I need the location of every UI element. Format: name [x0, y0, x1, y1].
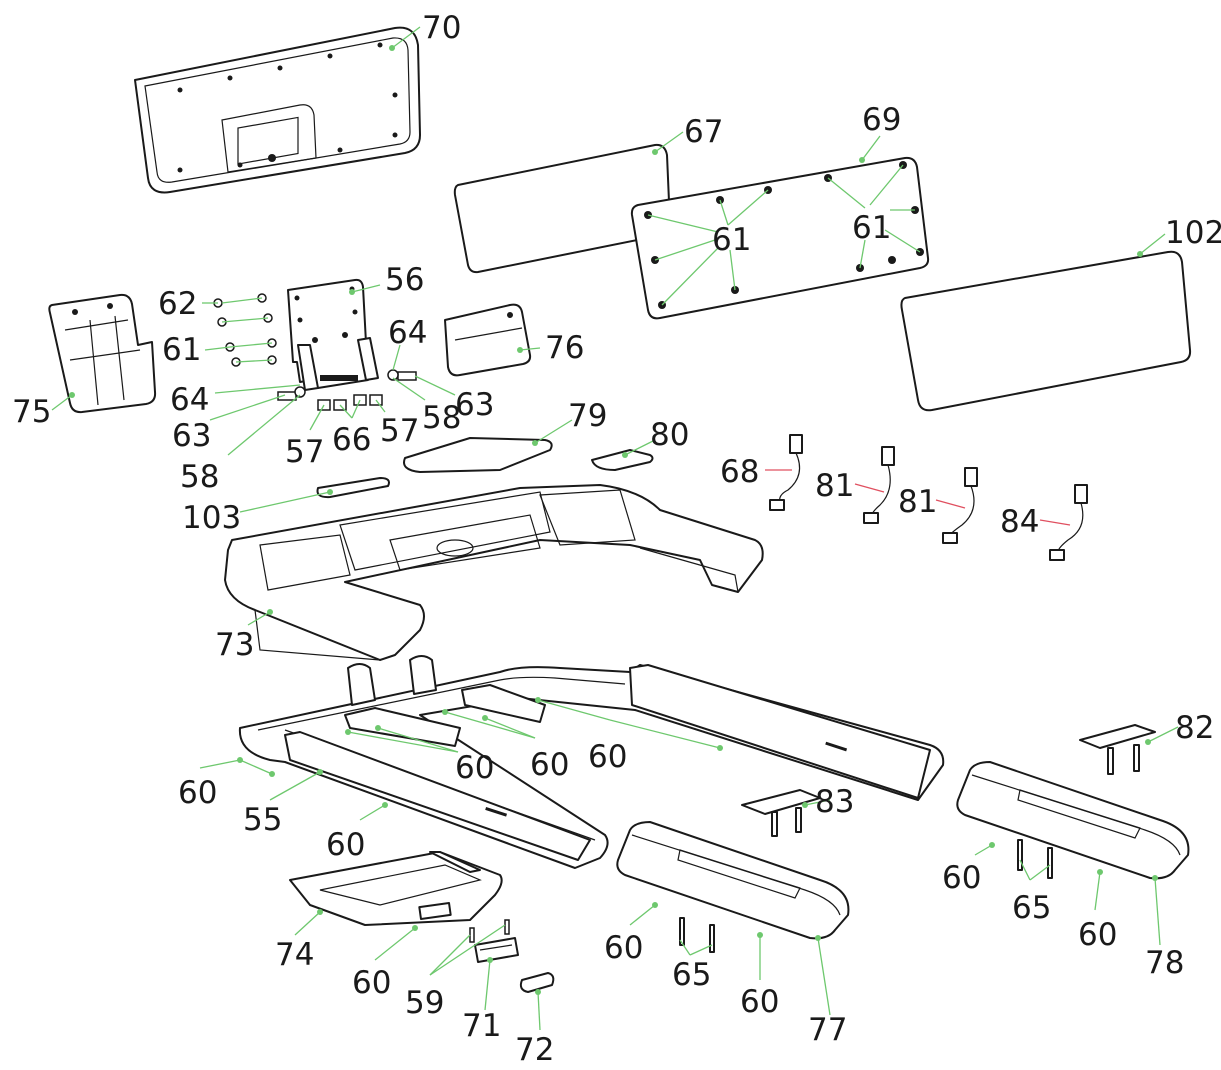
label-83: 83 — [815, 784, 854, 820]
label-57: 57 — [380, 413, 419, 449]
part-labels: 70 67 69 61 61 102 62 56 61 64 76 75 64 … — [12, 10, 1221, 1068]
label-71: 71 — [462, 1008, 501, 1044]
label-58: 58 — [180, 459, 219, 495]
label-66: 66 — [332, 422, 371, 458]
part-83-bracket — [741, 789, 821, 837]
part-102-panel — [900, 250, 1192, 412]
label-56: 56 — [385, 262, 424, 298]
cable-84 — [1049, 484, 1088, 561]
part-80-pad — [591, 449, 654, 471]
part-74-rear-tray — [289, 851, 503, 926]
part-72-cap — [519, 972, 555, 993]
part-71-59-clip — [469, 919, 519, 963]
label-60: 60 — [588, 739, 627, 775]
part-73-upper-frame — [224, 484, 764, 661]
label-60: 60 — [326, 827, 365, 863]
label-79: 79 — [568, 398, 607, 434]
label-102: 102 — [1165, 215, 1221, 251]
label-61: 61 — [162, 332, 201, 368]
cable-81-a — [863, 446, 895, 524]
part-78-right-cover — [956, 761, 1190, 880]
label-82: 82 — [1175, 710, 1214, 746]
part-103-pad — [316, 477, 390, 499]
label-81: 81 — [898, 484, 937, 520]
cable-81-b — [942, 467, 978, 544]
label-58: 58 — [422, 400, 461, 436]
cable-68 — [769, 434, 803, 511]
label-65: 65 — [672, 957, 711, 993]
hardware-62-61 — [213, 293, 277, 367]
label-67: 67 — [684, 114, 723, 150]
leader-lines — [51, 26, 1179, 1031]
label-84: 84 — [1000, 504, 1039, 540]
label-61: 61 — [852, 210, 891, 246]
label-55: 55 — [243, 802, 282, 838]
label-70: 70 — [422, 10, 461, 46]
label-60: 60 — [740, 984, 779, 1020]
label-75: 75 — [12, 394, 51, 430]
label-59: 59 — [405, 985, 444, 1021]
part-55-base-frame — [238, 655, 945, 869]
label-69: 69 — [862, 102, 901, 138]
label-60: 60 — [455, 750, 494, 786]
label-63: 63 — [172, 418, 211, 454]
part-82-bracket — [1079, 724, 1156, 775]
label-68: 68 — [720, 454, 759, 490]
label-76: 76 — [545, 330, 584, 366]
label-74: 74 — [275, 937, 314, 973]
label-60: 60 — [530, 747, 569, 783]
label-63: 63 — [455, 387, 494, 423]
label-78: 78 — [1145, 945, 1184, 981]
label-62: 62 — [158, 286, 197, 322]
label-60: 60 — [178, 775, 217, 811]
connection-dots — [69, 45, 1158, 995]
label-72: 72 — [515, 1032, 554, 1068]
label-60: 60 — [942, 860, 981, 896]
label-81: 81 — [815, 468, 854, 504]
label-60: 60 — [352, 965, 391, 1001]
part-79-pad — [403, 437, 553, 473]
label-65: 65 — [1012, 890, 1051, 926]
label-64: 64 — [170, 382, 209, 418]
label-60: 60 — [1078, 917, 1117, 953]
part-56-mounting-plate — [287, 278, 379, 391]
label-57: 57 — [285, 434, 324, 470]
label-103: 103 — [182, 500, 241, 536]
part-70-console-cover — [134, 26, 421, 194]
label-80: 80 — [650, 417, 689, 453]
part-75-bracket — [48, 293, 157, 414]
label-73: 73 — [215, 627, 254, 663]
label-61: 61 — [712, 222, 751, 258]
label-64: 64 — [388, 315, 427, 351]
part-76-cover — [444, 303, 532, 377]
label-77: 77 — [808, 1012, 847, 1048]
part-77-center-cover — [616, 821, 850, 953]
label-60: 60 — [604, 930, 643, 966]
